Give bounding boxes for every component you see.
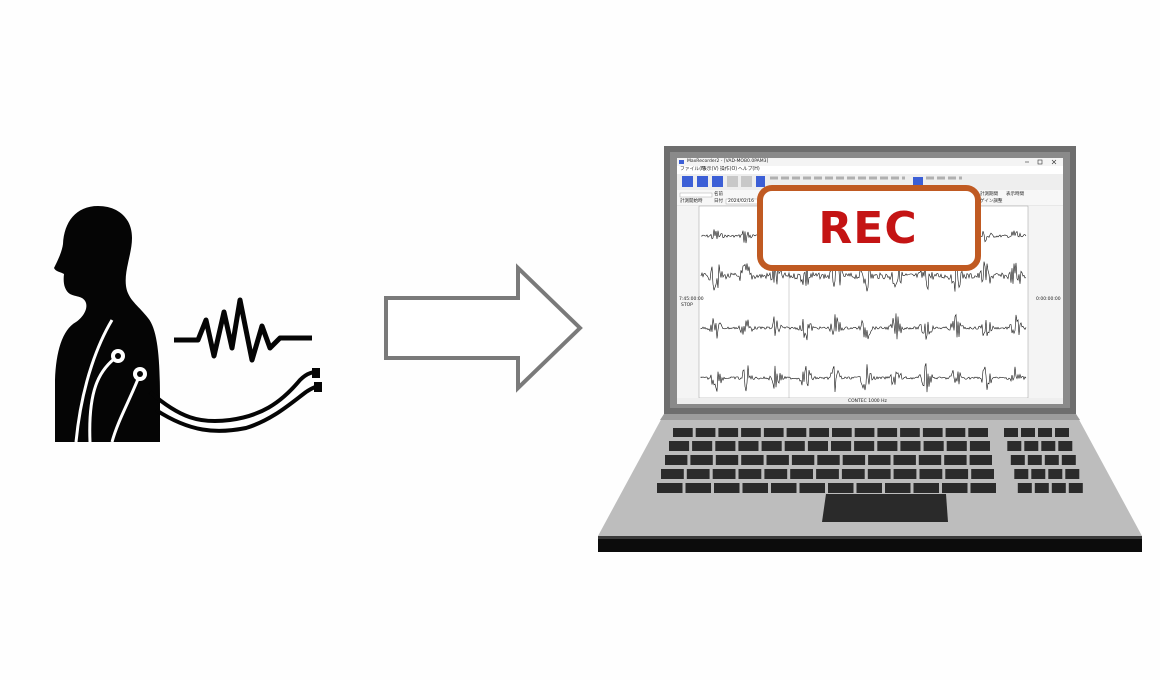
keyboard-key xyxy=(692,441,713,451)
keyboard-key xyxy=(738,441,759,451)
numpad-key xyxy=(1065,469,1080,479)
keyboard-key xyxy=(661,469,684,479)
keyboard-key xyxy=(786,428,807,437)
keyboard-key xyxy=(877,441,898,451)
keyboard-key xyxy=(946,441,967,451)
keyboard-key xyxy=(868,455,891,465)
keyboard-key xyxy=(657,483,683,493)
keyboard-key xyxy=(686,469,710,479)
emg-trace xyxy=(700,313,1027,341)
laptop-icon xyxy=(598,146,1142,552)
numpad-key xyxy=(1034,483,1049,493)
keyboard-key xyxy=(918,455,942,465)
keyboard-key xyxy=(969,455,992,465)
keyboard-key xyxy=(893,455,916,465)
keyboard-key xyxy=(877,428,898,437)
keyboard-key xyxy=(893,469,917,479)
keyboard-key xyxy=(673,428,693,437)
keyboard-key xyxy=(831,441,852,451)
emg-trace xyxy=(700,258,1027,292)
numpad-key xyxy=(1048,469,1063,479)
keyboard-key xyxy=(816,469,839,479)
numpad-key xyxy=(1031,469,1046,479)
numpad-key xyxy=(1007,441,1022,451)
keyboard-key xyxy=(790,469,813,479)
keyboard-key xyxy=(968,428,988,437)
numpad-key xyxy=(1021,428,1035,437)
keyboard-key xyxy=(715,441,736,451)
keyboard-key xyxy=(690,455,713,465)
keyboard-key xyxy=(669,441,690,451)
keyboard-key xyxy=(919,469,943,479)
emg-trace xyxy=(700,363,1027,393)
numpad-key xyxy=(1051,483,1066,493)
numpad-key xyxy=(1058,441,1073,451)
numpad-key xyxy=(1038,428,1052,437)
keyboard-key xyxy=(832,428,852,437)
keyboard-key xyxy=(741,455,764,465)
keyboard-key xyxy=(944,455,967,465)
keyboard-key xyxy=(764,469,788,479)
keyboard-key xyxy=(715,455,739,465)
keyboard-key xyxy=(766,455,789,465)
keyboard-key xyxy=(809,428,829,437)
keyboard-key xyxy=(817,455,840,465)
numpad-key xyxy=(1017,483,1032,493)
numpad-key xyxy=(1014,469,1029,479)
keyboard-key xyxy=(718,428,739,437)
keyboard-key xyxy=(971,469,994,479)
numpad-key xyxy=(1010,455,1025,465)
keyboard-key xyxy=(854,428,875,437)
numpad-key xyxy=(1027,455,1042,465)
keyboard-key xyxy=(841,469,865,479)
keyboard-key xyxy=(970,483,996,493)
numpad-key xyxy=(1041,441,1056,451)
numpad-key xyxy=(1055,428,1069,437)
keyboard-key xyxy=(885,483,911,493)
numpad-key xyxy=(1044,455,1059,465)
keyboard-key xyxy=(742,483,768,493)
person-with-electrodes-icon xyxy=(54,206,322,443)
keyboard-key xyxy=(714,483,740,493)
keyboard-key xyxy=(712,469,736,479)
keyboard-key xyxy=(856,483,882,493)
keyboard-key xyxy=(922,428,943,437)
keyboard-key xyxy=(741,428,761,437)
keyboard-key xyxy=(900,441,921,451)
keyboard-key xyxy=(761,441,782,451)
keyboard-key xyxy=(784,441,805,451)
keyboard-key xyxy=(665,455,688,465)
keyboard-key xyxy=(738,469,762,479)
keyboard-key xyxy=(695,428,716,437)
keyboard-key xyxy=(913,483,939,493)
keyboard xyxy=(657,428,1083,493)
keyboard-key xyxy=(771,483,797,493)
keyboard-key xyxy=(945,428,966,437)
rec-overlay-box xyxy=(757,185,981,271)
keyboard-key xyxy=(854,441,875,451)
numpad-key xyxy=(1061,455,1076,465)
keyboard-key xyxy=(842,455,866,465)
numpad-key xyxy=(1068,483,1083,493)
keyboard-key xyxy=(828,483,854,493)
keyboard-key xyxy=(942,483,968,493)
keyboard-key xyxy=(923,441,944,451)
keyboard-key xyxy=(945,469,969,479)
keyboard-key xyxy=(969,441,990,451)
heartbeat-wave-icon xyxy=(174,297,312,363)
numpad-key xyxy=(1024,441,1039,451)
keyboard-key xyxy=(799,483,825,493)
keyboard-key xyxy=(791,455,815,465)
keyboard-key xyxy=(900,428,920,437)
keyboard-key xyxy=(807,441,828,451)
numpad-key xyxy=(1004,428,1018,437)
right-arrow-icon xyxy=(384,263,583,393)
keyboard-key xyxy=(685,483,711,493)
keyboard-key xyxy=(867,469,891,479)
keyboard-key xyxy=(763,428,784,437)
touchpad xyxy=(822,494,948,522)
